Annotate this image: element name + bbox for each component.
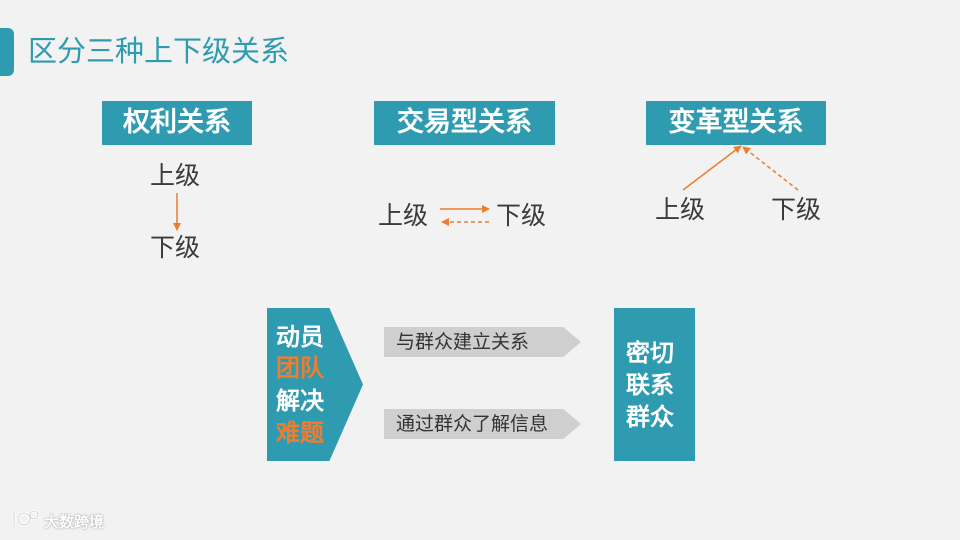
transformational-upper-label: 上级 (655, 195, 706, 224)
grey-arrow-gather-information-label: 通过群众了解信息 (396, 413, 549, 435)
power-lower-label: 下级 (150, 233, 201, 262)
result-line-3: 群众 (626, 403, 674, 431)
category-transactional-relationship: 交易型关系 (374, 101, 555, 145)
transformational-lower-label: 下级 (771, 195, 822, 224)
transactional-upper-label: 上级 (378, 201, 429, 230)
category-power-relationship: 权利关系 (102, 101, 252, 145)
transformational-upper-arrow (682, 145, 742, 191)
grey-arrow-build-relations (384, 327, 581, 357)
title-accent-bar (0, 28, 14, 76)
transformational-lower-dashed-arrow (742, 146, 799, 191)
transactional-lower-label: 下级 (496, 201, 547, 230)
result-box (614, 308, 695, 461)
pentagon-line-mobilize: 动员 (276, 323, 324, 351)
result-line-1: 密切 (626, 339, 674, 367)
watermark-text: 大数跨境 (44, 513, 105, 531)
pentagon-line-problems: 难题 (276, 419, 324, 447)
grey-arrow-gather-information (384, 409, 581, 439)
pentagon-line-solve: 解决 (276, 387, 324, 415)
pentagon-line-team: 团队 (276, 354, 324, 382)
category-transformational-relationship: 变革型关系 (646, 101, 826, 145)
power-upper-label: 上级 (150, 161, 201, 190)
result-line-2: 联系 (626, 371, 674, 399)
grey-arrow-build-relations-label: 与群众建立关系 (396, 331, 530, 353)
logo-mark-icon (12, 509, 40, 527)
page-title: 区分三种上下级关系 (28, 34, 290, 68)
